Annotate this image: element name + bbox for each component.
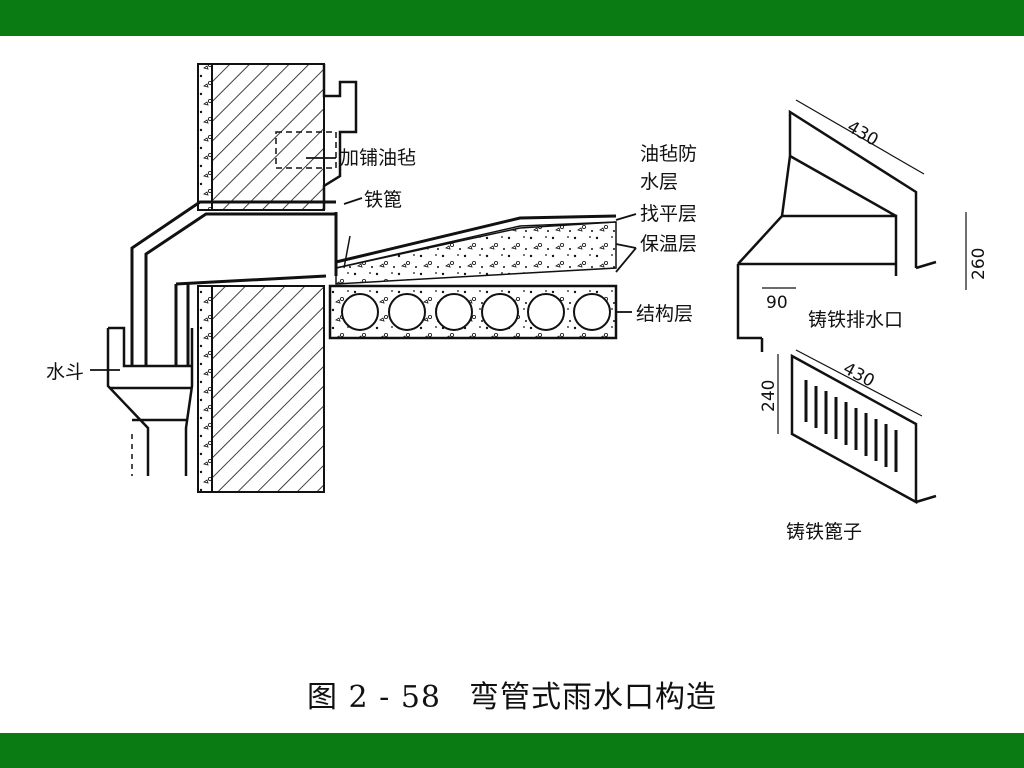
label-leveling-layer: 找平层 bbox=[640, 203, 697, 225]
parapet-wall bbox=[197, 63, 358, 211]
downspout-outlet-diagram: 加铺油毡 铁篦 油毡防 水层 找平层 保温层 结构层 水斗 430 260 90… bbox=[46, 63, 989, 543]
lower-wall bbox=[197, 285, 325, 493]
figure-title: 弯管式雨水口构造 bbox=[469, 680, 717, 715]
outlet-height-dim: 260 bbox=[969, 248, 989, 280]
label-cast-iron-grate: 铸铁篦子 bbox=[786, 521, 862, 543]
label-water-hopper: 水斗 bbox=[46, 361, 84, 383]
grate-height-dim: 240 bbox=[759, 380, 779, 412]
label-cast-iron-outlet: 铸铁排水口 bbox=[808, 309, 903, 331]
label-structural-layer: 结构层 bbox=[636, 303, 693, 325]
figure-caption: 图 2 - 58 弯管式雨水口构造 bbox=[0, 672, 1024, 716]
outlet-dimension-lines bbox=[762, 99, 967, 290]
cast-iron-outlet bbox=[736, 109, 937, 352]
figure-number: 图 2 - 58 bbox=[306, 680, 441, 715]
leader-lines bbox=[90, 157, 637, 371]
grate-dimension-lines bbox=[777, 349, 923, 434]
label-felt-waterproof-2: 水层 bbox=[640, 171, 678, 193]
label-extra-felt: 加铺油毡 bbox=[340, 147, 416, 169]
top-green-band bbox=[0, 0, 1024, 36]
label-felt-waterproof-1: 油毡防 bbox=[640, 143, 697, 165]
bottom-green-band bbox=[0, 733, 1024, 768]
cast-iron-grate bbox=[790, 353, 937, 505]
label-iron-grate: 铁篦 bbox=[364, 189, 402, 211]
water-hopper bbox=[106, 326, 194, 476]
label-insulation-layer: 保温层 bbox=[640, 233, 697, 255]
hollow-core-slab bbox=[328, 284, 618, 340]
roof-layers bbox=[335, 214, 617, 285]
outlet-depth-dim: 90 bbox=[766, 293, 788, 313]
bent-downspout-pipe bbox=[130, 200, 338, 366]
